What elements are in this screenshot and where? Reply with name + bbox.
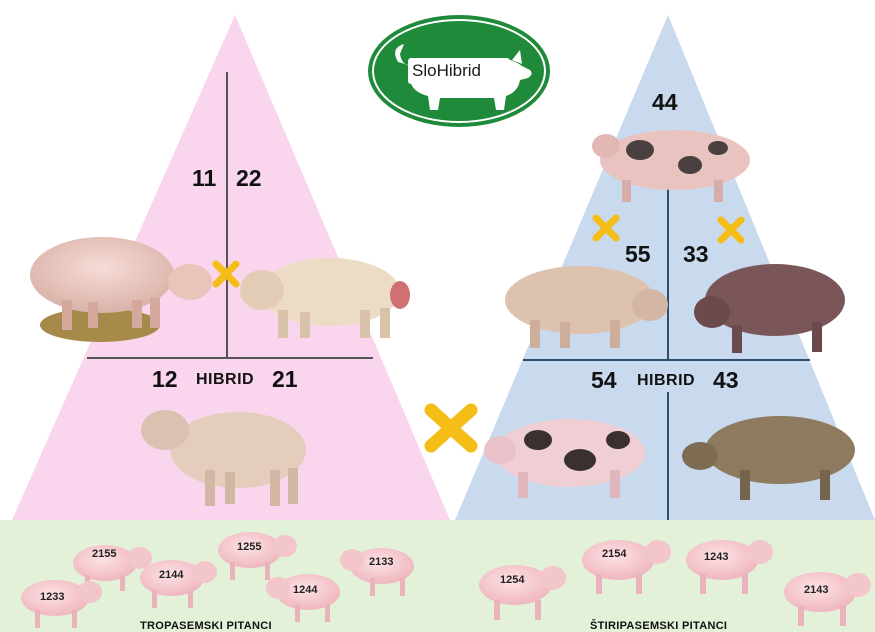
piglet-label-2154: 2154 <box>602 549 626 560</box>
label-43: 43 <box>713 369 739 392</box>
left-hybrid-label: HIBRID <box>196 372 254 388</box>
right-hybrid-label: HIBRID <box>637 373 695 389</box>
label-21: 21 <box>272 368 298 391</box>
right-caption: ŠTIRIPASEMSKI PITANCI <box>590 621 727 632</box>
piglet-label-1254: 1254 <box>500 575 524 586</box>
piglet-label-2155: 2155 <box>92 549 116 560</box>
piglet-label-2143: 2143 <box>804 585 828 596</box>
label-33: 33 <box>683 243 709 266</box>
piglet-label-2144: 2144 <box>159 570 183 581</box>
cross-icon-center-large <box>431 410 471 446</box>
label-22: 22 <box>236 167 262 190</box>
label-44: 44 <box>652 91 678 114</box>
logo-text: SloHibrid <box>412 62 481 79</box>
piglet-label-2133: 2133 <box>369 557 393 568</box>
left-caption: TROPASEMSKI PITANCI <box>140 621 272 632</box>
label-11: 11 <box>192 167 216 190</box>
label-12: 12 <box>152 368 178 391</box>
piglet-label-1255: 1255 <box>237 542 261 553</box>
piglet-label-1233: 1233 <box>40 592 64 603</box>
piglet-label-1243: 1243 <box>704 552 728 563</box>
label-55: 55 <box>625 243 651 266</box>
piglet-label-1244: 1244 <box>293 585 317 596</box>
label-54: 54 <box>591 369 617 392</box>
